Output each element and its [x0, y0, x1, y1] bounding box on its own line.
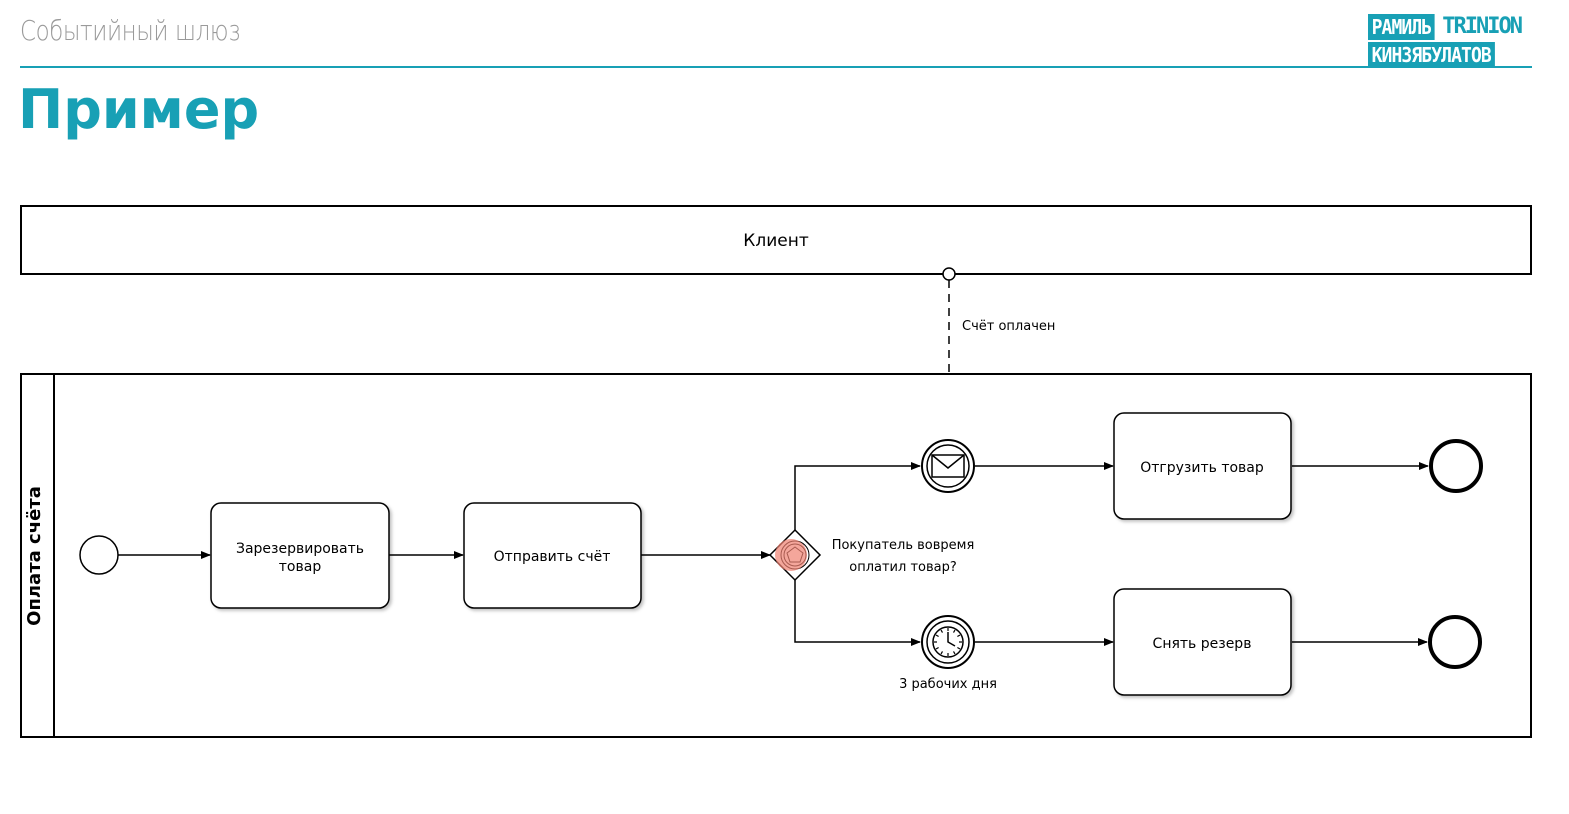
- sequence-flow[interactable]: [794, 580, 921, 646]
- message-event-inner: [926, 444, 970, 488]
- message-flow-source-icon: [942, 267, 956, 281]
- logo-text-2: TRINION: [1442, 14, 1523, 39]
- section-subtitle: Событийный шлюз: [20, 14, 241, 47]
- start-event-icon[interactable]: [79, 535, 119, 575]
- pool-client-label: Клиент: [743, 231, 809, 251]
- task-send-invoice-label: Отправить счёт: [494, 549, 611, 565]
- task-send-invoice[interactable]: [463, 502, 642, 609]
- pool-process-label: Оплата счёта: [24, 486, 45, 626]
- sequence-flow[interactable]: [794, 462, 921, 530]
- task-ship[interactable]: [1113, 412, 1292, 520]
- clock-hands: [947, 632, 956, 647]
- task-ship-label: Отгрузить товар: [1140, 460, 1264, 476]
- end-event-icon[interactable]: [1429, 439, 1483, 493]
- envelope-icon: [931, 454, 965, 478]
- pool-client[interactable]: [20, 205, 1532, 275]
- brand-logo: РАМИЛЬ TRINION КИНЗЯБУЛАТОВ: [1368, 14, 1532, 70]
- task-cancel-reserve[interactable]: [1113, 588, 1292, 696]
- gateway-label-1: Покупатель вовремя: [832, 538, 975, 553]
- timer-label: 3 рабочих дня: [899, 677, 997, 692]
- clock-ticks: [934, 628, 962, 656]
- task-reserve-label-2: товар: [279, 559, 322, 575]
- task-reserve-label-1: Зарезервировать: [236, 541, 364, 557]
- logo-text-3: КИНЗЯБУЛАТОВ: [1368, 42, 1495, 68]
- timer-event-inner: [926, 620, 970, 664]
- page-title: Пример: [18, 78, 260, 141]
- end-event-icon[interactable]: [1428, 615, 1482, 669]
- gateway-label-2: оплатил товар?: [849, 560, 957, 575]
- task-reserve[interactable]: [210, 502, 390, 609]
- logo-text-1: РАМИЛЬ: [1368, 14, 1435, 40]
- task-cancel-reserve-label: Снять резерв: [1153, 636, 1252, 652]
- gateway-highlight: [775, 539, 807, 571]
- header-divider: [20, 66, 1532, 68]
- envelope-flap: [931, 454, 965, 469]
- message-flow-label: Счёт оплачен: [962, 319, 1055, 334]
